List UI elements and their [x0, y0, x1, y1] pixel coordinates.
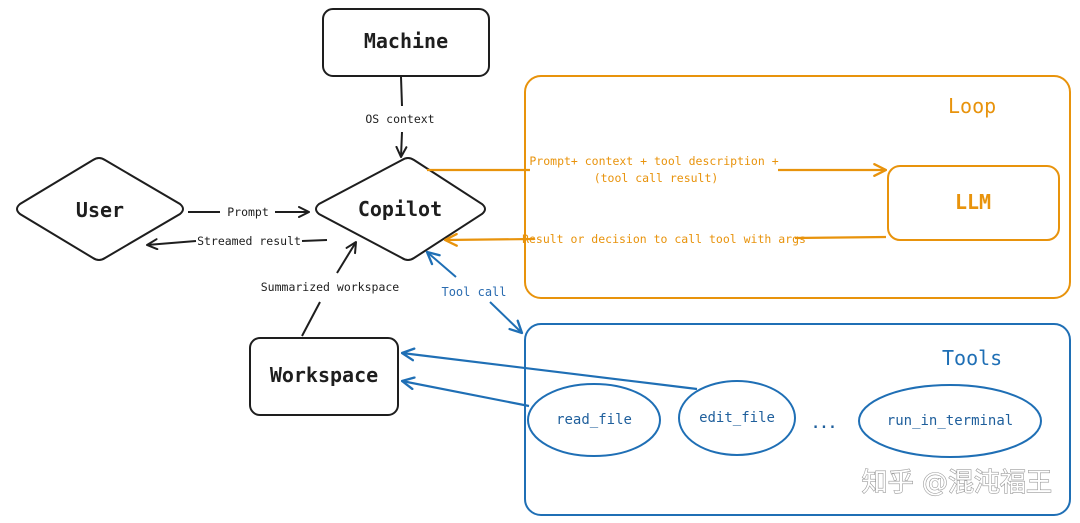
loop-group: Loop — [524, 75, 1071, 299]
copilot-label: Copilot — [358, 197, 442, 221]
edge-prompt-to-llm: Prompt+ context + tool description + (to… — [427, 154, 886, 185]
edge-prompt-to-llm-label-line2: (tool call result) — [594, 171, 719, 185]
edge-summarized-workspace-label: Summarized workspace — [261, 280, 400, 294]
workspace-box — [249, 337, 399, 416]
llm-node: LLM — [887, 165, 1060, 241]
machine-label: Machine — [364, 29, 448, 53]
edge-os-context-line — [401, 76, 402, 157]
tool-run-in-terminal: run_in_terminal — [858, 384, 1042, 458]
llm-box — [887, 165, 1060, 241]
edge-streamed-result-line — [147, 240, 328, 245]
more-tools-ellipsis: ... — [811, 416, 836, 432]
read-file-label: read_file — [556, 412, 632, 428]
user-label: User — [76, 198, 124, 222]
edit-file-label: edit_file — [699, 410, 775, 426]
workspace-node: Workspace — [249, 337, 399, 416]
loop-group-title: Loop — [948, 94, 996, 118]
edit-file-ellipse — [678, 380, 796, 456]
loop-group-frame — [524, 75, 1071, 299]
llm-label: LLM — [955, 190, 991, 214]
tools-group: Tools — [524, 323, 1071, 516]
machine-box — [322, 8, 490, 77]
copilot-node: Copilot — [315, 157, 486, 261]
run-in-terminal-label: run_in_terminal — [887, 413, 1013, 429]
edge-summarized-workspace: Summarized workspace — [261, 242, 400, 337]
tool-edit-file: edit_file — [678, 380, 796, 456]
edge-tool-call-line — [427, 252, 522, 333]
workspace-label: Workspace — [270, 363, 378, 387]
edge-prompt-to-llm-label-line1: Prompt+ context + tool description + — [529, 154, 778, 168]
edge-prompt-label: Prompt — [227, 205, 269, 219]
machine-node: Machine — [322, 8, 490, 77]
run-in-terminal-ellipse — [858, 384, 1042, 458]
edge-summarized-workspace-line — [301, 242, 356, 337]
edge-os-context-label: OS context — [365, 112, 434, 126]
tools-group-title: Tools — [942, 346, 1002, 370]
edge-tool-call-label: Tool call — [441, 285, 506, 299]
edge-os-context: OS context — [365, 76, 435, 157]
edge-streamed-result: Streamed result — [147, 234, 328, 248]
edge-edit-file-to-workspace — [400, 347, 698, 391]
edge-llm-result-label: Result or decision to call tool with arg… — [522, 232, 806, 246]
edge-read-file-to-workspace — [400, 376, 530, 408]
edge-llm-result: Result or decision to call tool with arg… — [445, 232, 887, 246]
watermark-text: 知乎 @混沌福王 — [862, 468, 1052, 498]
read-file-ellipse — [527, 383, 661, 457]
edge-streamed-result-label: Streamed result — [197, 234, 301, 248]
edge-tool-call: Tool call — [427, 252, 522, 333]
tool-read-file: read_file — [527, 383, 661, 457]
tools-group-frame — [524, 323, 1071, 516]
edge-prompt: Prompt — [188, 205, 309, 219]
